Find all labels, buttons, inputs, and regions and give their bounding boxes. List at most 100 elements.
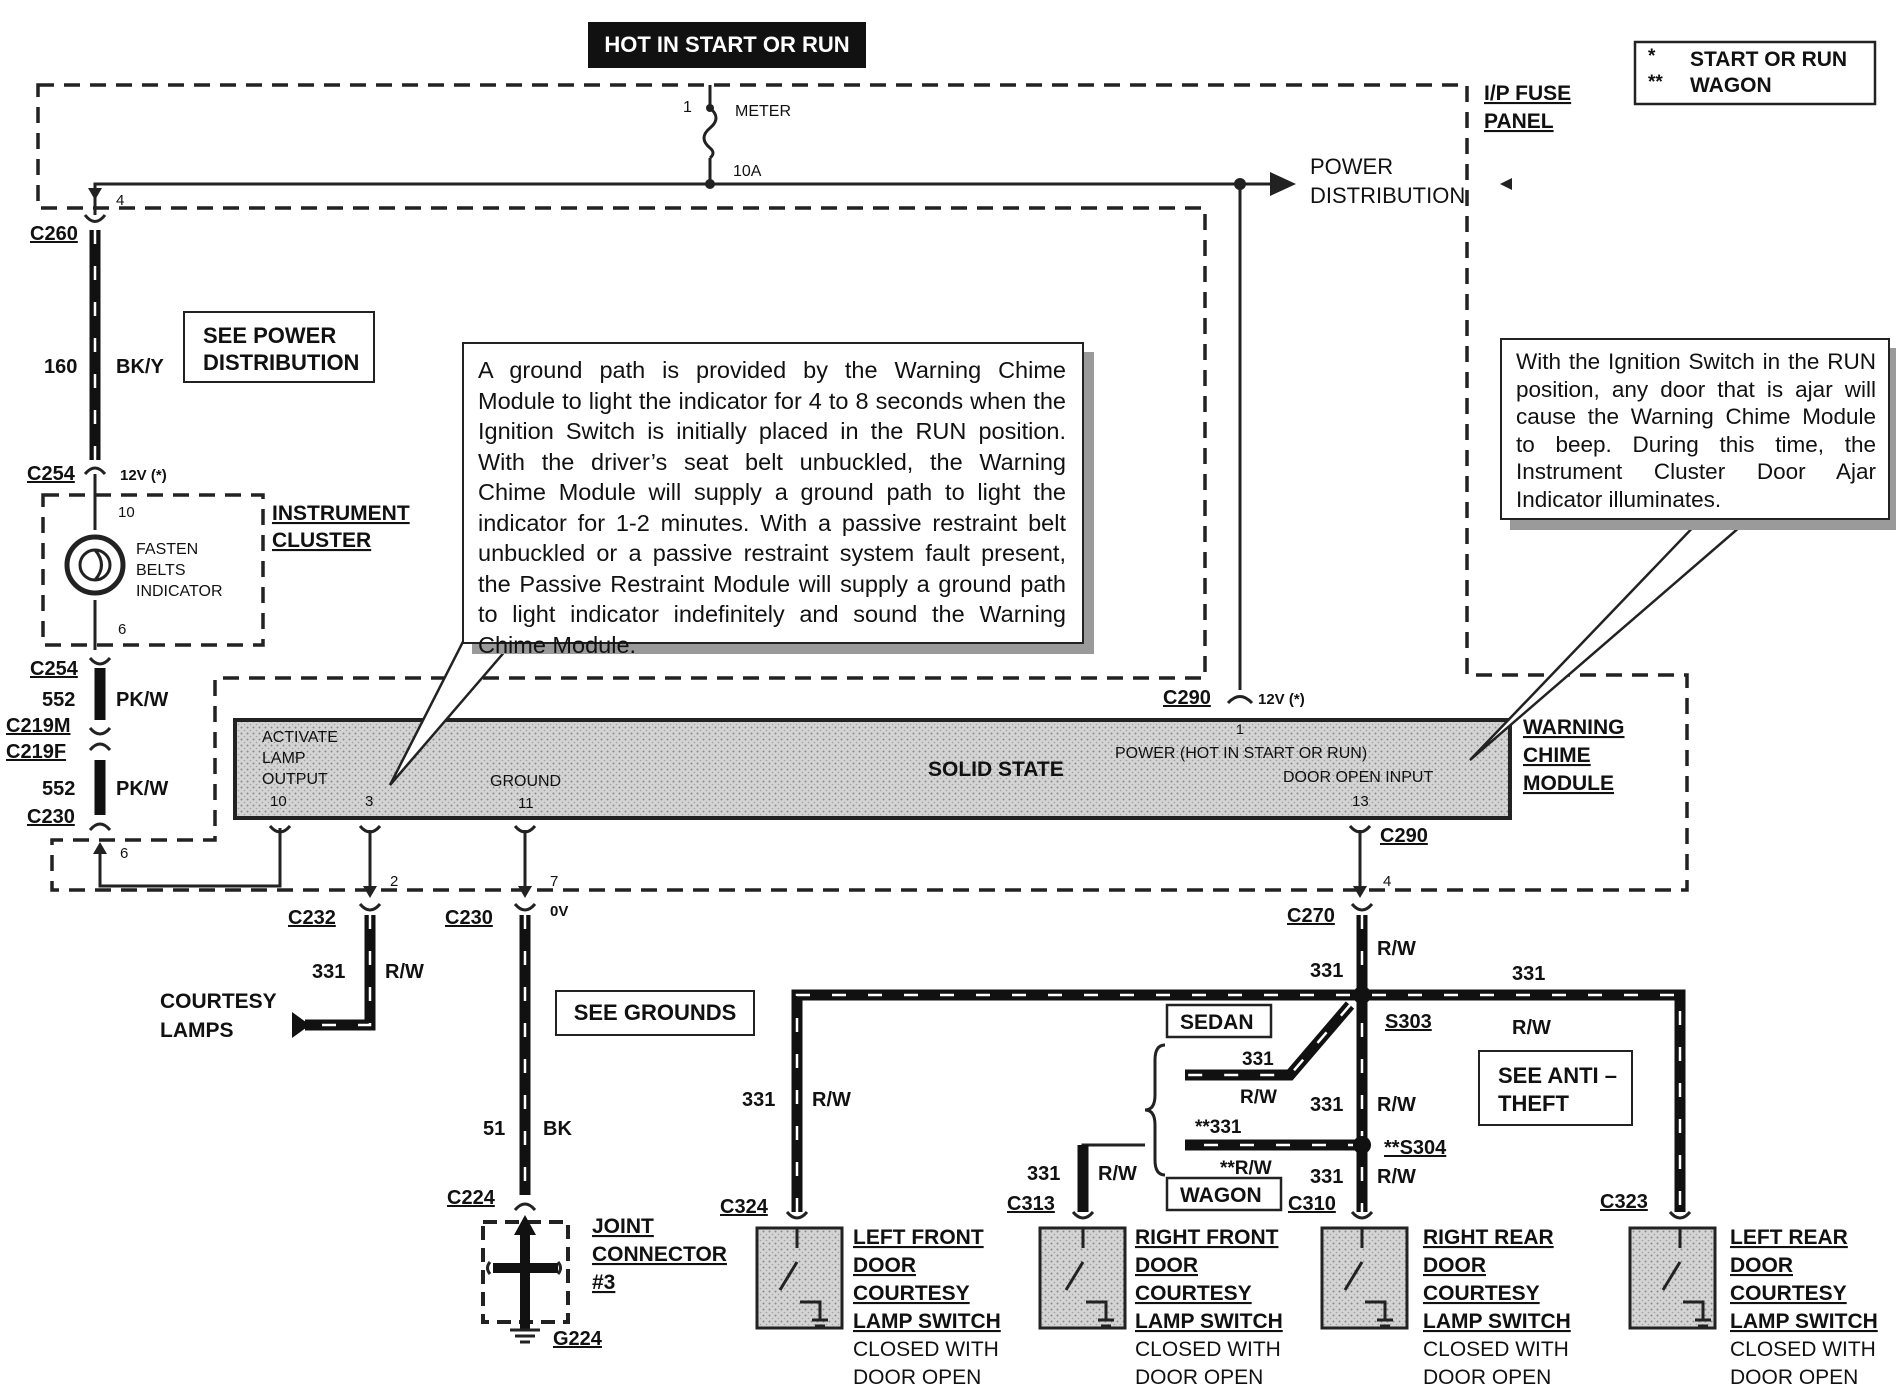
- wire-331-top-color: R/W: [1377, 938, 1416, 960]
- svg-text:RIGHT FRONT: RIGHT FRONT: [1135, 1226, 1279, 1249]
- svg-text:DOOR: DOOR: [1423, 1254, 1486, 1277]
- left-note: A ground path is provided by the Warning…: [462, 342, 1084, 658]
- svg-text:LAMP SWITCH: LAMP SWITCH: [1423, 1310, 1571, 1333]
- module-pin11-cup: [513, 824, 537, 834]
- legend-wagon-sym: **: [1648, 72, 1663, 93]
- c254-top-label: C254: [27, 463, 76, 485]
- see-grounds-box[interactable]: SEE GROUNDS: [555, 990, 755, 1036]
- module-label-2: CHIME: [1523, 744, 1591, 767]
- s304-splice: [1353, 1136, 1371, 1154]
- c230-mid-cup: [513, 902, 537, 912]
- fuse-branch-left: [93, 182, 710, 215]
- switch-rf-labels: RIGHT FRONT DOOR COURTESY LAMP SWITCH CL…: [1135, 1226, 1283, 1389]
- svg-text:CLOSED WITH: CLOSED WITH: [1730, 1338, 1876, 1361]
- v12-left: 12V (*): [120, 467, 167, 484]
- module-ground: GROUND: [490, 773, 561, 790]
- cluster-label: INSTRUMENT: [272, 502, 410, 525]
- module-door-open: DOOR OPEN INPUT: [1283, 769, 1433, 786]
- wire-331-wagon-color: **R/W: [1220, 1158, 1272, 1179]
- c323-cup: [1668, 1210, 1692, 1220]
- c313-cup: [1071, 1210, 1095, 1220]
- g224-ground-symbol: [510, 1328, 540, 1344]
- svg-text:LAMP SWITCH: LAMP SWITCH: [1730, 1310, 1878, 1333]
- module-solid-state: SOLID STATE: [928, 758, 1064, 781]
- c219m-label: C219M: [6, 715, 70, 737]
- module-pin11: 11: [518, 795, 534, 812]
- c310-label: C310: [1288, 1193, 1336, 1215]
- see-power-distribution-box[interactable]: SEE POWER DISTRIBUTION: [183, 311, 375, 383]
- wire-160-color: BK/Y: [116, 356, 164, 378]
- fuse-pin1: 1: [683, 99, 692, 116]
- see-anti-theft-line2: THEFT: [1498, 1091, 1569, 1116]
- wire-552a-color: PK/W: [116, 689, 168, 711]
- legend-start-sym: *: [1648, 46, 1656, 67]
- module-pin6-out: 6: [120, 845, 128, 862]
- s303-splice: [1353, 986, 1371, 1004]
- wire-160-num: 160: [44, 356, 77, 378]
- svg-text:COURTESY: COURTESY: [1730, 1282, 1847, 1305]
- module-pin7-out: 7: [550, 873, 558, 890]
- right-note: With the Ignition Switch in the RUN posi…: [1500, 338, 1890, 520]
- fuse-pin4: 4: [116, 192, 124, 209]
- module-pin4-out: 4: [1383, 873, 1391, 890]
- wire-331-lf-color: R/W: [812, 1089, 851, 1111]
- svg-text:CLOSED WITH: CLOSED WITH: [1423, 1338, 1569, 1361]
- svg-text:LEFT FRONT: LEFT FRONT: [853, 1226, 984, 1249]
- joint-connector-3: #3: [592, 1271, 615, 1294]
- switch-rr-labels: RIGHT REAR DOOR COURTESY LAMP SWITCH CLO…: [1423, 1226, 1571, 1389]
- c324-label: C324: [720, 1196, 769, 1218]
- sedan-box: [1165, 1003, 1273, 1039]
- wire-552a-num: 552: [42, 689, 75, 711]
- cluster-lamp-2: BELTS: [136, 562, 186, 579]
- cluster-lamp-3: INDICATOR: [136, 583, 223, 600]
- c254-bot-label: C254: [30, 658, 79, 680]
- see-anti-theft-line1: SEE ANTI –: [1498, 1063, 1617, 1088]
- fuse-element: [702, 106, 718, 160]
- header-banner: HOT IN START OR RUN: [588, 22, 866, 68]
- c310-cup: [1350, 1210, 1374, 1220]
- module-pin1-cup: [1226, 695, 1254, 705]
- fuse-node-top: [706, 104, 714, 112]
- c230-mid-label: C230: [445, 907, 493, 929]
- chime-module-body: [233, 718, 1512, 820]
- svg-text:DOOR: DOOR: [1730, 1254, 1793, 1277]
- module-pin10-cup: [268, 824, 292, 834]
- switch-lr-labels: LEFT REAR DOOR COURTESY LAMP SWITCH CLOS…: [1730, 1226, 1878, 1389]
- v12-right: 12V (*): [1258, 691, 1305, 708]
- s304-label: **S304: [1384, 1137, 1447, 1159]
- fuse-panel-label-2: PANEL: [1484, 110, 1554, 133]
- fasten-belts-bulb: [64, 534, 126, 596]
- g224-label: G224: [553, 1328, 603, 1350]
- wire-331-mid-num: 331: [1310, 1094, 1343, 1116]
- svg-text:DOOR OPEN: DOOR OPEN: [1730, 1366, 1858, 1389]
- fuse-output-wire: [708, 158, 1275, 186]
- power-splice-node: [1234, 178, 1246, 190]
- svg-text:CLOSED WITH: CLOSED WITH: [853, 1338, 999, 1361]
- svg-text:COURTESY: COURTESY: [1423, 1282, 1540, 1305]
- module-activate-2: LAMP: [262, 750, 306, 767]
- svg-text:CLOSED WITH: CLOSED WITH: [1135, 1338, 1281, 1361]
- module-pin6-wire: [98, 828, 282, 888]
- module-pin2-out: 2: [390, 873, 398, 890]
- svg-text:COURTESY: COURTESY: [853, 1282, 970, 1305]
- wire-331-sedan-color: R/W: [1240, 1087, 1277, 1108]
- wire-331-sedan: [1185, 1001, 1355, 1081]
- c254-bot-cup: [88, 656, 112, 666]
- see-anti-theft-box[interactable]: SEE ANTI – THEFT: [1478, 1050, 1633, 1126]
- courtesy-lamps-2: LAMPS: [160, 1019, 234, 1042]
- module-pin13-cup: [1348, 824, 1372, 834]
- c232-label: C232: [288, 907, 336, 929]
- legend-wagon-label: WAGON: [1690, 74, 1772, 97]
- svg-text:DOOR: DOOR: [1135, 1254, 1198, 1277]
- module-pin3-cup: [358, 824, 382, 834]
- cluster-pin10: 10: [118, 504, 135, 521]
- module-power: POWER (HOT IN START OR RUN): [1115, 745, 1367, 762]
- courtesy-lamps-1: COURTESY: [160, 990, 277, 1013]
- module-pin1: 1: [1236, 721, 1244, 737]
- module-activate-3: OUTPUT: [262, 771, 328, 788]
- svg-text:LEFT REAR: LEFT REAR: [1730, 1226, 1848, 1249]
- c254-top-cup: [83, 466, 107, 476]
- wire-552b-num: 552: [42, 778, 75, 800]
